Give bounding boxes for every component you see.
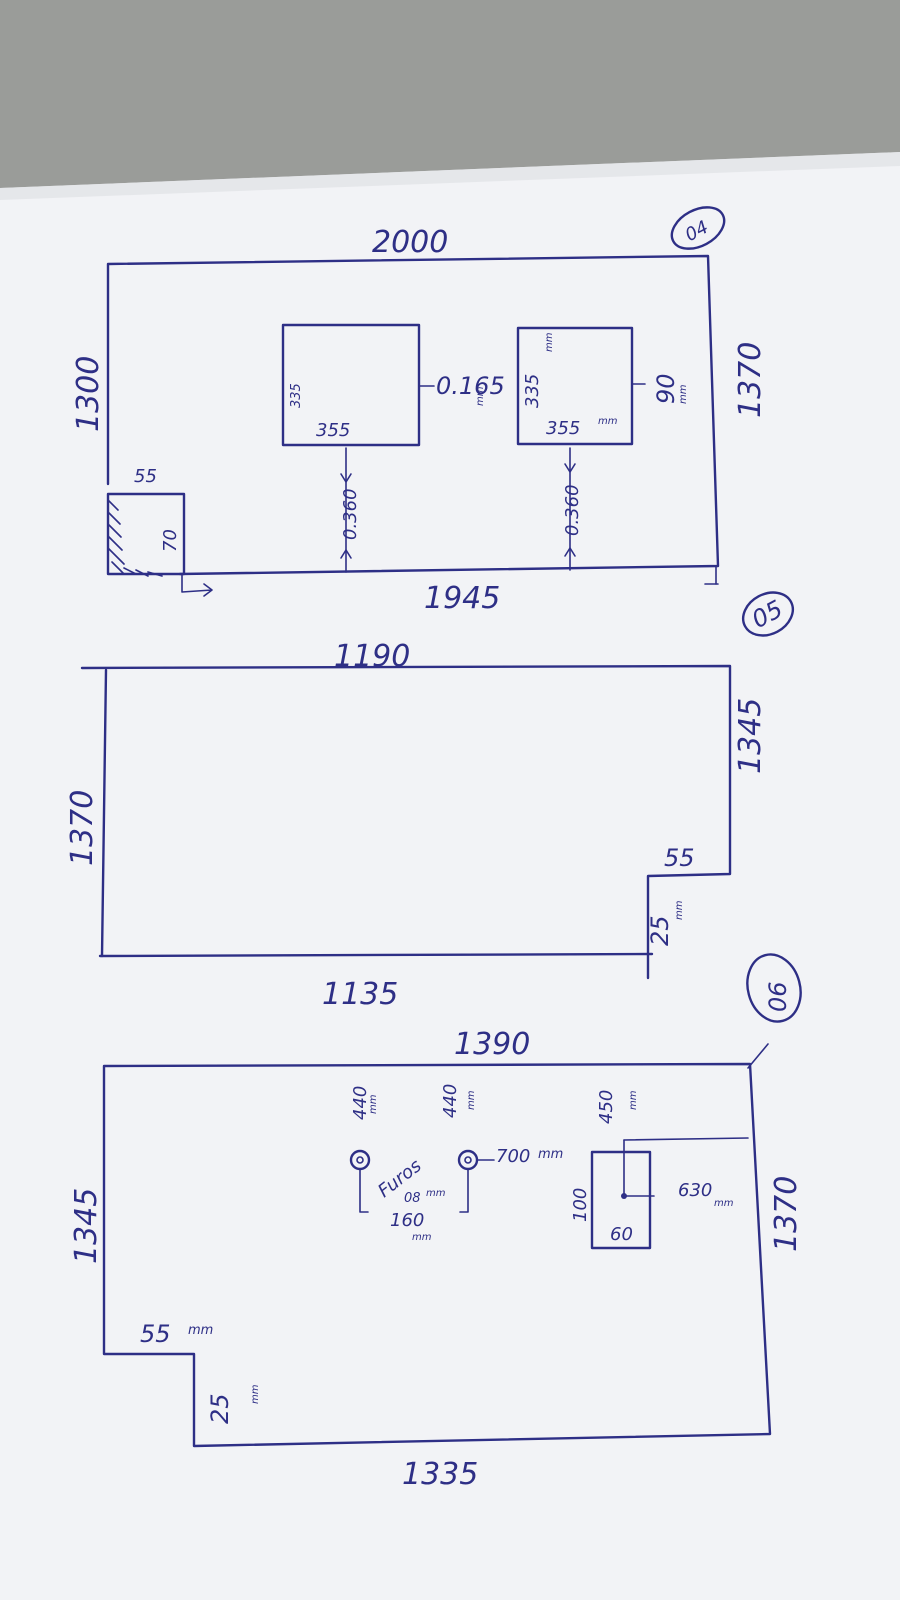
sheet-04-corner-arrow [181, 573, 213, 597]
sheet-04-right-label: 1370 [733, 342, 768, 418]
sheet-04-bottom-label: 1945 [424, 581, 500, 616]
sheet-06-notch-h-unit: mm [250, 1384, 261, 1404]
sheet-06-hole-to-edge-unit: mm [538, 1147, 563, 1162]
sheet-06-box-point [621, 1193, 627, 1199]
sheet-06-left-label: 1345 [69, 1188, 104, 1264]
sheet-04-notch-h: 70 [160, 529, 181, 552]
sheet-06-hole-left-unit: mm [368, 1094, 379, 1114]
sheet-06-hole-right [457, 1149, 479, 1171]
sheet-05-left-label: 1370 [65, 790, 100, 866]
sheet-04-base-1: 0.360 [340, 488, 361, 540]
sheet-06-right-label: 1370 [769, 1176, 804, 1252]
sheet-06-box-right-unit: mm [714, 1198, 734, 1209]
sheet-04-cutout-2 [516, 326, 634, 446]
sheet-04-notch [106, 492, 186, 576]
sheet-06-badge [746, 953, 802, 1023]
sheet-04-outline [106, 254, 720, 576]
sheet-06-bottom-label: 1335 [402, 1457, 478, 1492]
sheet-04-cutout-1-arrow-top [340, 473, 352, 483]
sheet-05-notch-h: 25 [646, 915, 674, 946]
sheet-04-badge [670, 206, 726, 250]
sheet-05-outline [80, 664, 732, 980]
sheet-04-cutout-1 [281, 323, 421, 447]
sheet-04-cutout-1-h: 335 [289, 383, 304, 408]
sheet-06-box-right: 630 [678, 1180, 712, 1201]
sheet-06-holes-spacing: 160 [390, 1210, 424, 1231]
sheet-06-hole-left [349, 1149, 371, 1171]
sheet-04-notch-w: 55 [134, 466, 157, 487]
sheet-05: 05 1190 1135 1370 1345 55 25 mm [65, 591, 795, 1012]
sheet-06-hole-to-edge: 700 [496, 1146, 530, 1167]
sheet-06-box-top-unit: mm [628, 1090, 639, 1110]
sheet-05-notch-w: 55 [664, 844, 695, 872]
sheet-05-left-edge [100, 668, 108, 958]
paper-shadow [0, 152, 900, 200]
sheet-05-top-label: 1190 [334, 639, 410, 674]
sheet-04-gap-1-unit: mm [475, 386, 486, 406]
sheet-06-hole-left-center [356, 1156, 364, 1164]
sheet-06-notch-w: 55 [140, 1320, 171, 1348]
sheet-04-cutout-2-h: 335 [522, 374, 543, 408]
sheet-06-box-top: 450 [596, 1090, 617, 1124]
sheet-05-bottom-label: 1135 [322, 977, 398, 1012]
sheet-06-badge-leader [747, 1043, 769, 1069]
sheet-06-holes-spacing-bracket [359, 1169, 369, 1213]
sheet-06-holes-size-unit: mm [426, 1188, 446, 1199]
sheet-04-gap-2-unit: mm [678, 384, 689, 404]
sheet-05-badge [741, 591, 795, 637]
sheet-04-cutout-2-arrow-top [564, 463, 576, 473]
sheet-04: 04 2000 1945 1300 1370 55 70 335 355 0.1… [71, 206, 768, 616]
sheet-06-badge-text: 06 [764, 981, 792, 1012]
sheet-06-top-label: 1390 [454, 1027, 530, 1062]
sheet-06-holes-spacing-unit: mm [412, 1232, 432, 1243]
sheet-05-notch-h-unit: mm [674, 900, 685, 920]
sheet-06-box-h: 100 [570, 1188, 591, 1222]
sheet-06-hole-right-unit: mm [466, 1090, 477, 1110]
sheet-04-top-label: 2000 [372, 225, 448, 260]
sheet-05-right-label: 1345 [733, 698, 768, 774]
sheet-06-box [590, 1150, 652, 1250]
sheet-06-hole-right-center [464, 1156, 472, 1164]
sheet-04-cutout-1-w: 355 [316, 420, 350, 441]
sheet-06-hole-left-dim: 440 [350, 1086, 371, 1120]
paper-sheet [0, 152, 900, 1600]
sheet-04-base-2: 0.360 [562, 484, 583, 536]
sheet-06-box-top-line [623, 1137, 749, 1141]
sheet-04-cutout-2-h-unit: mm [544, 332, 555, 352]
sheet-04-cutout-2-w-unit: mm [598, 416, 618, 427]
sheet-06-outline [102, 1062, 772, 1448]
sheet-06-hole-right-dim: 440 [440, 1084, 461, 1118]
sheet-06-holes-size: 08 [404, 1191, 421, 1206]
sheet-04-cutout-2-arrow-head [564, 547, 576, 557]
sheet-04-cutout-2-w: 355 [546, 418, 580, 439]
sheet-06-notch-h: 25 [206, 1393, 234, 1424]
sheet-06-box-w: 60 [610, 1224, 633, 1245]
sheet-04-notch-hatch [107, 499, 163, 577]
sheet-04-cutout-1-arrow-head [340, 549, 352, 559]
sheet-06-holes-spacing-bracket-r [459, 1169, 469, 1213]
sheet-05-bottom-edge [98, 952, 654, 958]
sheet-06-notch-w-unit: mm [188, 1323, 213, 1338]
sheet-04-gap-1: 0.165 [436, 372, 505, 400]
sheet-04-gap-2: 90 [652, 373, 680, 404]
sheet-04-left-label: 1300 [71, 356, 106, 432]
